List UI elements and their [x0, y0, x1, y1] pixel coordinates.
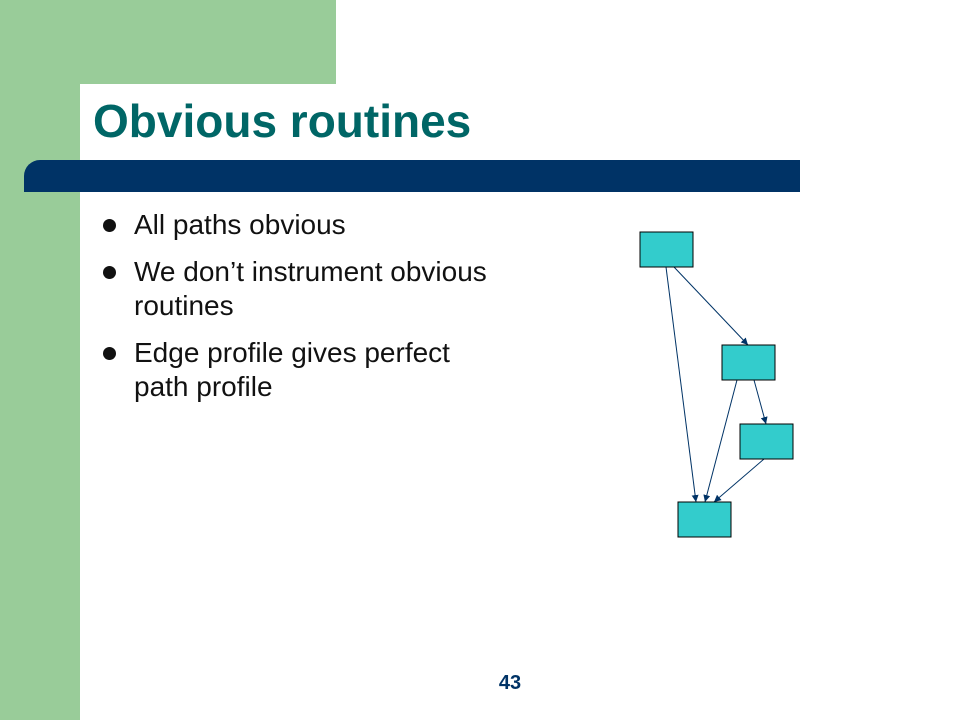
bullet-text: Edge profile gives perfect path profile	[134, 337, 450, 402]
bullet-list: All paths obvious We don’t instrument ob…	[100, 208, 500, 417]
control-flow-diagram	[639, 231, 794, 538]
bullet-text: All paths obvious	[134, 209, 346, 240]
bullet-dot-icon	[103, 347, 116, 360]
edge-n1-n4	[665, 266, 699, 503]
page-number: 43	[498, 672, 522, 694]
diagram-node	[739, 423, 794, 460]
slide-title: Obvious routines	[93, 95, 472, 147]
left-accent-stripe	[0, 0, 80, 720]
bullet-item: We don’t instrument obvious routines	[100, 255, 500, 323]
diagram-node	[639, 231, 694, 268]
edge-n3-n4	[713, 458, 765, 503]
title-underline-bar-end	[24, 176, 66, 192]
bullet-item: All paths obvious	[100, 208, 500, 242]
top-accent-block	[80, 0, 336, 84]
edge-n2-n3	[753, 379, 768, 425]
edge-n1-n2	[673, 266, 749, 346]
bullet-dot-icon	[103, 266, 116, 279]
bullet-item: Edge profile gives perfect path profile	[100, 336, 500, 404]
bullet-text: We don’t instrument obvious routines	[134, 256, 487, 321]
title-panel	[80, 84, 336, 174]
bullet-dot-icon	[103, 219, 116, 232]
edge-n2-n4	[703, 379, 738, 503]
title-underline-bar	[24, 160, 800, 192]
diagram-node	[721, 344, 776, 381]
diagram-node	[677, 501, 732, 538]
